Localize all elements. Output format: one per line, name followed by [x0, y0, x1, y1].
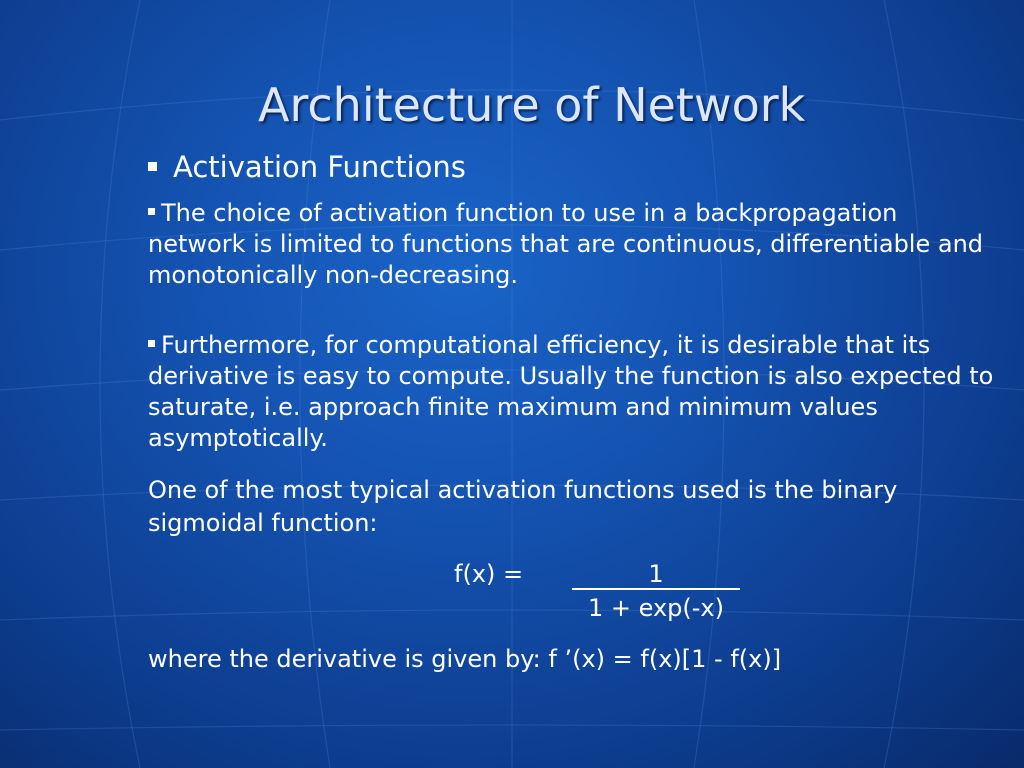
formula-numerator: 1	[572, 560, 740, 590]
formula-lhs: f(x) =	[454, 560, 524, 588]
square-bullet-icon	[148, 339, 155, 347]
sigmoid-formula: f(x) = 1 1 + exp(-x)	[454, 560, 774, 630]
derivative-statement: where the derivative is given by: f ’(x)…	[148, 645, 782, 673]
square-bullet-icon	[148, 161, 157, 171]
section-heading: Activation Functions	[148, 150, 466, 184]
square-bullet-icon	[148, 207, 155, 215]
bullet-paragraph-choice: The choice of activation function to use…	[148, 198, 998, 291]
bullet-text-efficiency: Furthermore, for computational efficienc…	[148, 331, 994, 452]
section-heading-text: Activation Functions	[173, 150, 466, 184]
formula-denominator: 1 + exp(-x)	[587, 594, 724, 622]
slide-title: Architecture of Network	[258, 78, 806, 132]
sigmoid-intro-paragraph: One of the most typical activation funct…	[148, 476, 898, 537]
bullet-paragraph-efficiency: Furthermore, for computational efficienc…	[148, 330, 998, 454]
bullet-text-choice: The choice of activation function to use…	[148, 199, 984, 289]
